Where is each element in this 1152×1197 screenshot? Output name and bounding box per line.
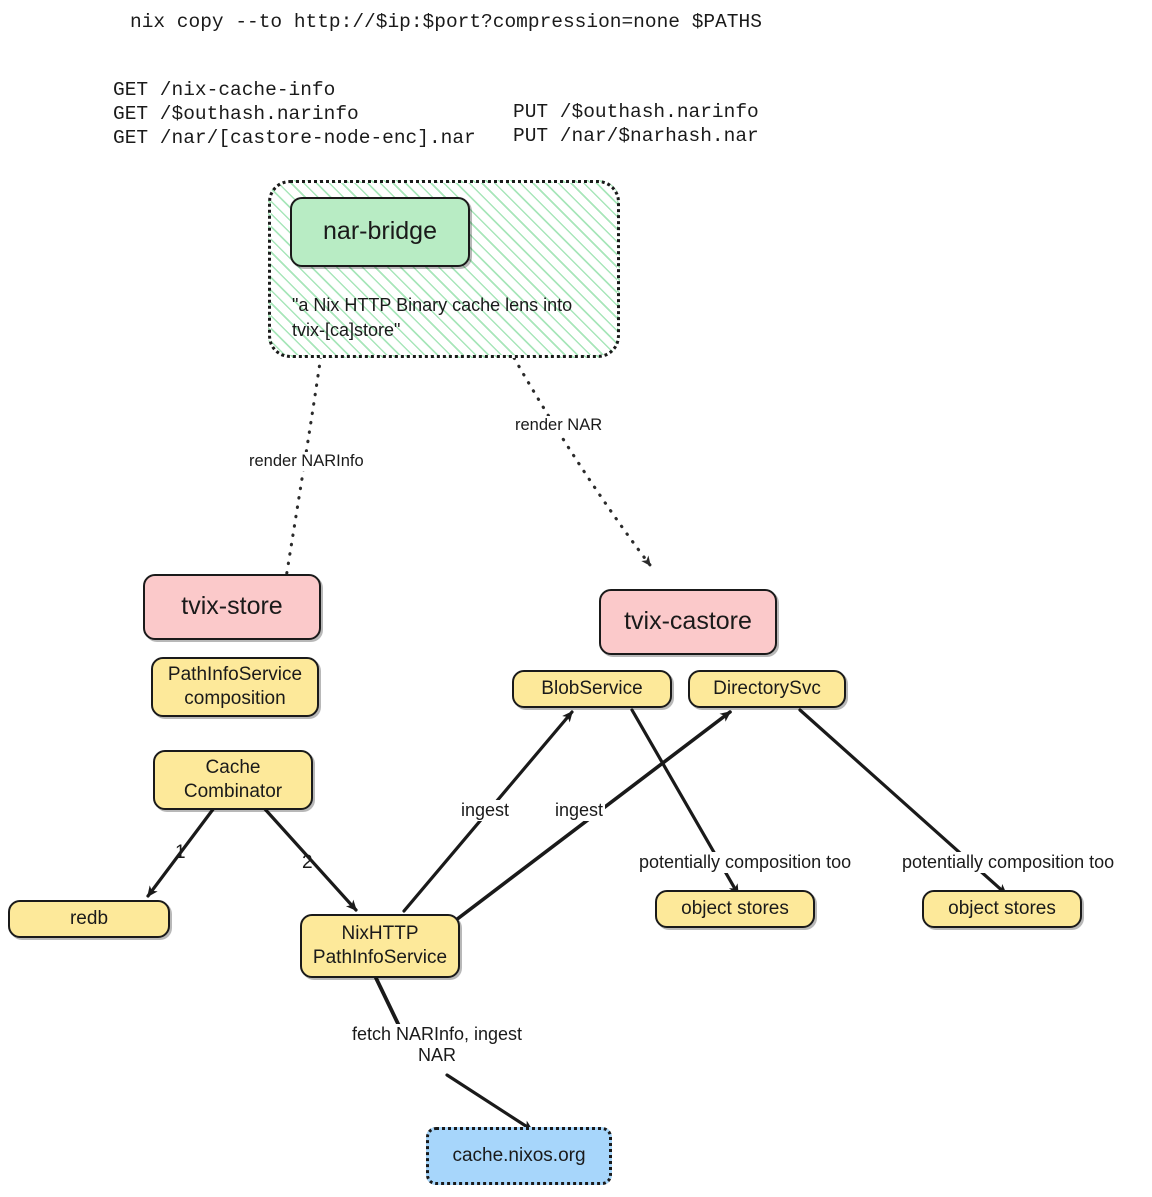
edge-label-potentially-composition-left: potentially composition too (637, 852, 854, 873)
edge-label-fetch-narinfo: fetch NARInfo, ingest NAR (335, 1024, 539, 1066)
node-cache-nixos-org[interactable]: cache.nixos.org (426, 1127, 612, 1185)
put-routes-list: PUT /$outhash.narinfo PUT /nar/$narhash.… (513, 101, 759, 147)
node-nixhttp-pathinfoservice-label: NixHTTP PathInfoService (312, 923, 448, 968)
edge-combinator-to-redb (146, 806, 216, 898)
node-object-stores-right[interactable]: object stores (922, 890, 1082, 928)
node-directorysvc[interactable]: DirectorySvc (688, 670, 846, 708)
nar-bridge-caption: "a Nix HTTP Binary cache lens into tvix-… (292, 295, 573, 340)
edge-nixhttp-to-cachenixos (374, 976, 404, 1034)
node-nar-bridge-label: nar-bridge (323, 217, 437, 246)
edge-label-ingest-blob: ingest (459, 800, 512, 821)
node-tvix-castore-label: tvix-castore (624, 607, 752, 636)
node-nixhttp-pathinfoservice[interactable]: NixHTTP PathInfoService (300, 914, 460, 978)
node-blobservice[interactable]: BlobService (512, 670, 672, 708)
node-redb[interactable]: redb (8, 900, 170, 938)
node-object-stores-right-label: object stores (948, 898, 1056, 920)
node-tvix-castore[interactable]: tvix-castore (599, 589, 777, 655)
node-nar-bridge[interactable]: nar-bridge (290, 197, 470, 267)
node-blobservice-label: BlobService (541, 678, 643, 700)
edge-label-ingest-directory: ingest (553, 800, 606, 821)
node-tvix-store-label: tvix-store (181, 592, 283, 621)
edge-nixhttp-to-cachenixos-tail (445, 1073, 534, 1132)
edge-label-render-narinfo: render NARInfo (247, 452, 366, 471)
nix-copy-command: nix copy --to http://$ip:$port?compressi… (130, 11, 762, 33)
node-object-stores-left[interactable]: object stores (655, 890, 815, 928)
edge-label-render-nar: render NAR (513, 416, 605, 435)
edge-label-potentially-composition-right: potentially composition too (900, 852, 1117, 873)
node-pathinfoservice-composition[interactable]: PathInfoService composition (151, 657, 319, 717)
edge-combinator-to-nixhttp (262, 806, 358, 912)
get-routes-list: GET /nix-cache-info GET /$outhash.narinf… (113, 79, 476, 149)
node-cache-combinator-label: Cache Combinator (183, 757, 283, 802)
node-tvix-store[interactable]: tvix-store (143, 574, 321, 640)
edge-label-combinator-1: 1 (175, 842, 186, 863)
node-directorysvc-label: DirectorySvc (713, 678, 821, 700)
node-pathinfoservice-composition-label: PathInfoService composition (167, 664, 303, 709)
node-object-stores-left-label: object stores (681, 898, 789, 920)
node-redb-label: redb (69, 908, 109, 930)
edge-label-combinator-2: 2 (302, 852, 313, 873)
node-cache-combinator[interactable]: Cache Combinator (153, 750, 313, 810)
node-cache-nixos-org-label: cache.nixos.org (452, 1145, 586, 1167)
